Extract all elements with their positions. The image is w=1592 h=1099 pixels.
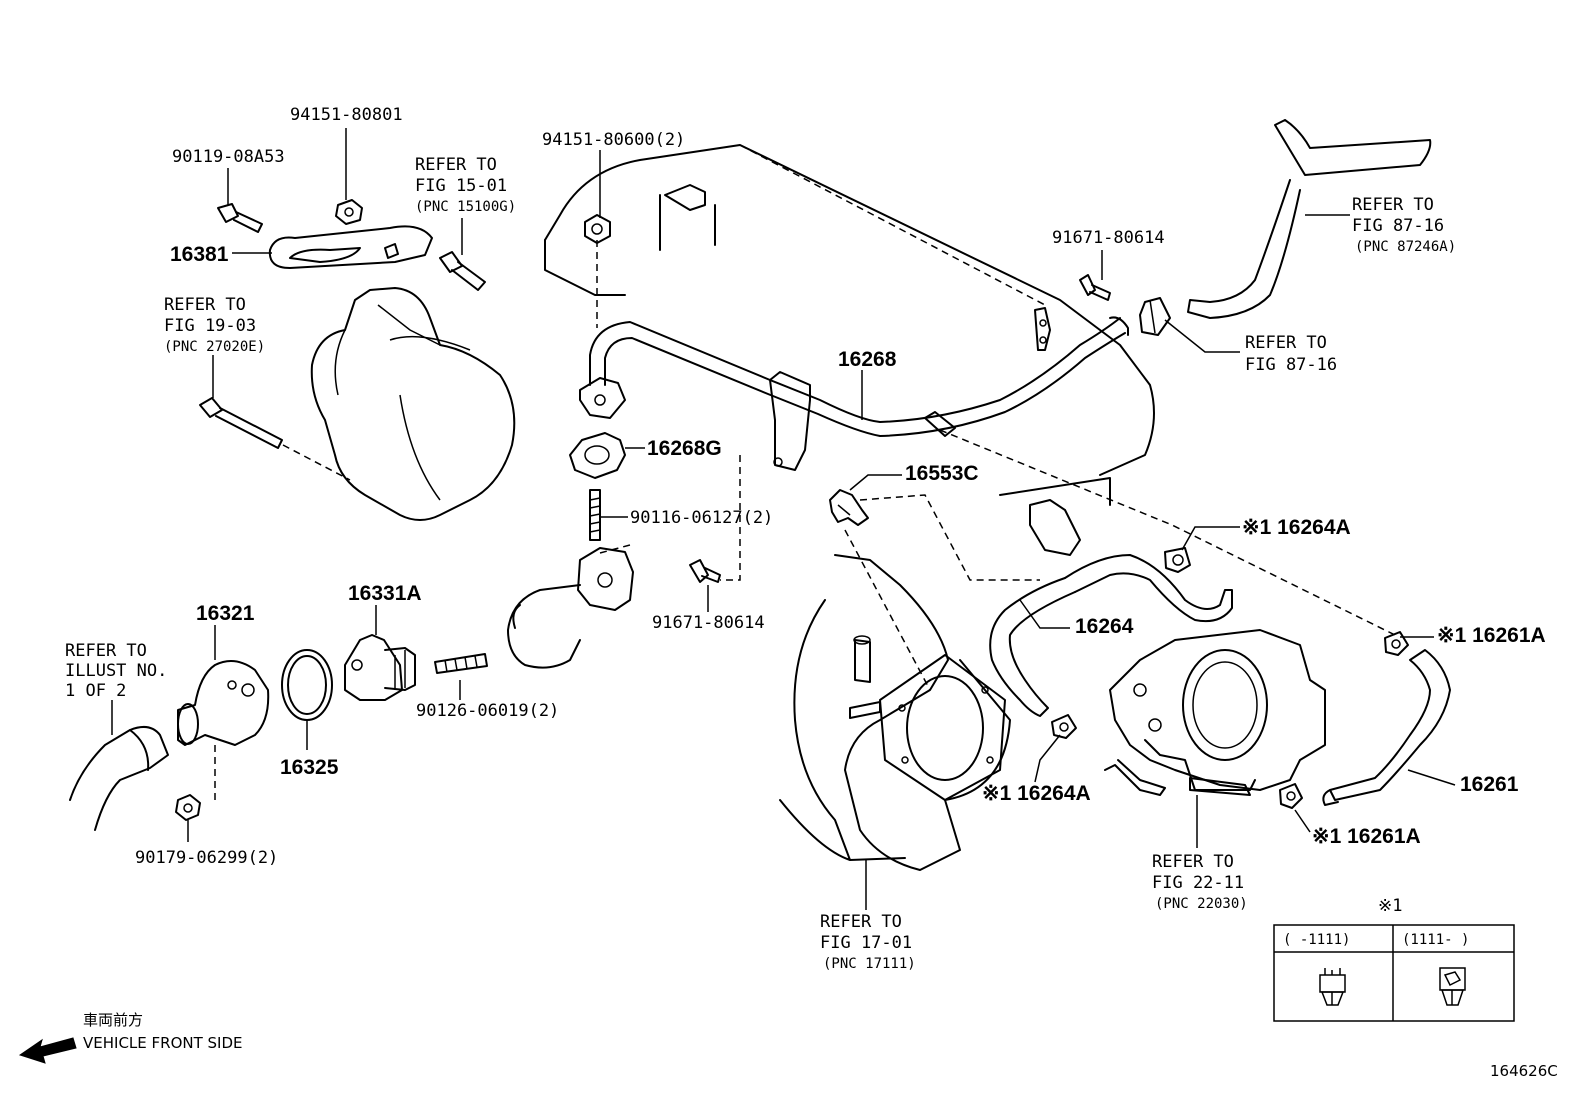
bolt-91671-80614-top[interactable] bbox=[1079, 274, 1111, 301]
ref-fig-87-16-a[interactable]: REFER TO FIG 87-16 (PNC 87246A) bbox=[1352, 195, 1456, 255]
clamp-16261A-bottom[interactable] bbox=[1279, 783, 1303, 809]
clamp-type-new-icon bbox=[1439, 967, 1466, 1006]
dash-clip-manifold bbox=[844, 529, 931, 691]
dash-bolt-91671 bbox=[720, 455, 741, 581]
ref-fig17-line3: (PNC 17111) bbox=[823, 956, 916, 972]
front-arrow-icon bbox=[18, 1037, 77, 1064]
ref-fig-22-11[interactable]: REFER TO FIG 22-11 (PNC 22030) bbox=[1152, 852, 1248, 912]
alternator bbox=[282, 287, 516, 521]
ref-fig19-line2: FIG 19-03 bbox=[164, 316, 256, 336]
heater-hose-pnc-87246a bbox=[1187, 119, 1432, 319]
ref-fig-87-16-b[interactable]: REFER TO FIG 87-16 bbox=[1245, 333, 1337, 375]
label-16381[interactable]: 16381 bbox=[170, 243, 229, 266]
label-16264A-bottom[interactable]: ※1 16264A bbox=[982, 782, 1091, 805]
ref-fig87a-line2: FIG 87-16 bbox=[1352, 216, 1444, 236]
gasket-16268G[interactable] bbox=[569, 432, 626, 479]
label-16261A-top[interactable]: ※1 16261A bbox=[1437, 624, 1546, 647]
bolt-90119-08A53[interactable] bbox=[217, 203, 263, 233]
throttle-body bbox=[1104, 629, 1326, 796]
ref-fig-17-01[interactable]: REFER TO FIG 17-01 (PNC 17111) bbox=[820, 912, 916, 972]
label-16268[interactable]: 16268 bbox=[838, 348, 897, 371]
label-94151-80801[interactable]: 94151-80801 bbox=[290, 105, 403, 125]
label-16261[interactable]: 16261 bbox=[1460, 773, 1519, 796]
part-labels: 94151-80801 90119-08A53 16381 94151-8060… bbox=[135, 105, 1546, 868]
hose-clip-16553C[interactable] bbox=[829, 489, 869, 526]
label-90116-06127[interactable]: 90116-06127(2) bbox=[630, 508, 773, 528]
label-16264A-top[interactable]: ※1 16264A bbox=[1242, 516, 1351, 539]
label-16264[interactable]: 16264 bbox=[1075, 615, 1134, 638]
label-16321[interactable]: 16321 bbox=[196, 602, 255, 625]
water-inlet-16321[interactable] bbox=[177, 660, 270, 746]
vehicle-front-indicator: 車両前方 VEHICLE FRONT SIDE bbox=[18, 1011, 243, 1064]
ref-fig19-line3: (PNC 27020E) bbox=[164, 339, 265, 355]
label-16261A-bottom[interactable]: ※1 16261A bbox=[1312, 825, 1421, 848]
ref-fig87a-line3: (PNC 87246A) bbox=[1355, 239, 1456, 255]
nut-90179-06299[interactable] bbox=[175, 794, 201, 821]
ref-fig19-line1: REFER TO bbox=[164, 295, 246, 315]
ref-fig17-line1: REFER TO bbox=[820, 912, 902, 932]
bracket-16381[interactable] bbox=[268, 225, 433, 269]
intake-manifold bbox=[779, 554, 1011, 871]
clamp-type-old-icon bbox=[1319, 968, 1346, 1006]
thermostat-16331A[interactable] bbox=[344, 634, 416, 701]
clamp-16261A-top[interactable] bbox=[1384, 631, 1409, 656]
stud-90116-06127[interactable] bbox=[589, 489, 601, 541]
front-side-en: VEHICLE FRONT SIDE bbox=[83, 1034, 243, 1052]
ref-fig22-line2: FIG 22-11 bbox=[1152, 873, 1244, 893]
hose-16261[interactable] bbox=[1322, 649, 1451, 806]
nut-94151-80801[interactable] bbox=[335, 199, 363, 225]
ref-fig15-line2: FIG 15-01 bbox=[415, 176, 507, 196]
clamp-pnc-87-16 bbox=[1139, 297, 1171, 336]
label-94151-80600[interactable]: 94151-80600(2) bbox=[542, 130, 685, 150]
legend-col1-header: ( -1111) bbox=[1283, 932, 1350, 948]
label-16331A[interactable]: 16331A bbox=[348, 582, 422, 605]
ref-fig87b-line1: REFER TO bbox=[1245, 333, 1327, 353]
hose-lower-radiator bbox=[69, 725, 169, 831]
legend-mark: ※1 bbox=[1378, 896, 1402, 916]
engine-block-outline bbox=[544, 144, 1155, 556]
ref-fig17-line2: FIG 17-01 bbox=[820, 933, 912, 953]
water-outlet-housing bbox=[507, 547, 634, 669]
label-90179-06299[interactable]: 90179-06299(2) bbox=[135, 848, 278, 868]
stud-90126-06019[interactable] bbox=[434, 653, 488, 674]
hose-16264[interactable] bbox=[989, 554, 1233, 717]
reference-notes: REFER TO FIG 15-01 (PNC 15100G) REFER TO… bbox=[65, 155, 1456, 972]
stud-pnc-15100g[interactable] bbox=[439, 251, 486, 291]
gasket-16325[interactable] bbox=[281, 649, 333, 721]
dash-housing bbox=[599, 544, 631, 554]
legend-table: ※1 ( -1111) (1111- ) bbox=[1273, 896, 1515, 1022]
ref-illust-line3: 1 OF 2 bbox=[65, 681, 126, 701]
label-91671-80614-mid[interactable]: 91671-80614 bbox=[652, 613, 765, 633]
nut-94151-80600[interactable] bbox=[584, 214, 611, 244]
ref-fig87a-line1: REFER TO bbox=[1352, 195, 1434, 215]
label-90119-08A53[interactable]: 90119-08A53 bbox=[172, 147, 285, 167]
pipe-16268[interactable] bbox=[579, 307, 1129, 471]
label-16325[interactable]: 16325 bbox=[280, 756, 339, 779]
ref-illust-1-of-2[interactable]: REFER TO ILLUST NO. 1 OF 2 bbox=[65, 641, 167, 701]
label-90126-06019[interactable]: 90126-06019(2) bbox=[416, 701, 559, 721]
ref-illust-line2: ILLUST NO. bbox=[65, 661, 167, 681]
ref-fig15-line3: (PNC 15100G) bbox=[415, 199, 516, 215]
front-side-jp: 車両前方 bbox=[83, 1011, 143, 1029]
leader-lines bbox=[111, 128, 1456, 910]
ref-fig22-line3: (PNC 22030) bbox=[1155, 896, 1248, 912]
ref-illust-line1: REFER TO bbox=[65, 641, 147, 661]
label-16553C[interactable]: 16553C bbox=[905, 462, 979, 485]
label-91671-80614-top[interactable]: 91671-80614 bbox=[1052, 228, 1165, 248]
bolt-pnc-27020e[interactable] bbox=[199, 397, 283, 449]
bolt-91671-80614-mid[interactable] bbox=[689, 559, 721, 583]
ref-fig-19-03[interactable]: REFER TO FIG 19-03 (PNC 27020E) bbox=[164, 295, 265, 355]
ref-fig22-line1: REFER TO bbox=[1152, 852, 1234, 872]
ref-fig-15-01[interactable]: REFER TO FIG 15-01 (PNC 15100G) bbox=[415, 155, 516, 215]
clamp-16264A-top[interactable] bbox=[1164, 547, 1191, 573]
dash-clip bbox=[859, 494, 1040, 581]
ref-fig15-line1: REFER TO bbox=[415, 155, 497, 175]
ref-fig87b-line2: FIG 87-16 bbox=[1245, 355, 1337, 375]
clamp-16264A-bottom[interactable] bbox=[1051, 714, 1077, 739]
legend-col2-header: (1111- ) bbox=[1402, 932, 1469, 948]
diagram-id: 164626C bbox=[1490, 1062, 1558, 1080]
label-16268G[interactable]: 16268G bbox=[647, 437, 722, 460]
